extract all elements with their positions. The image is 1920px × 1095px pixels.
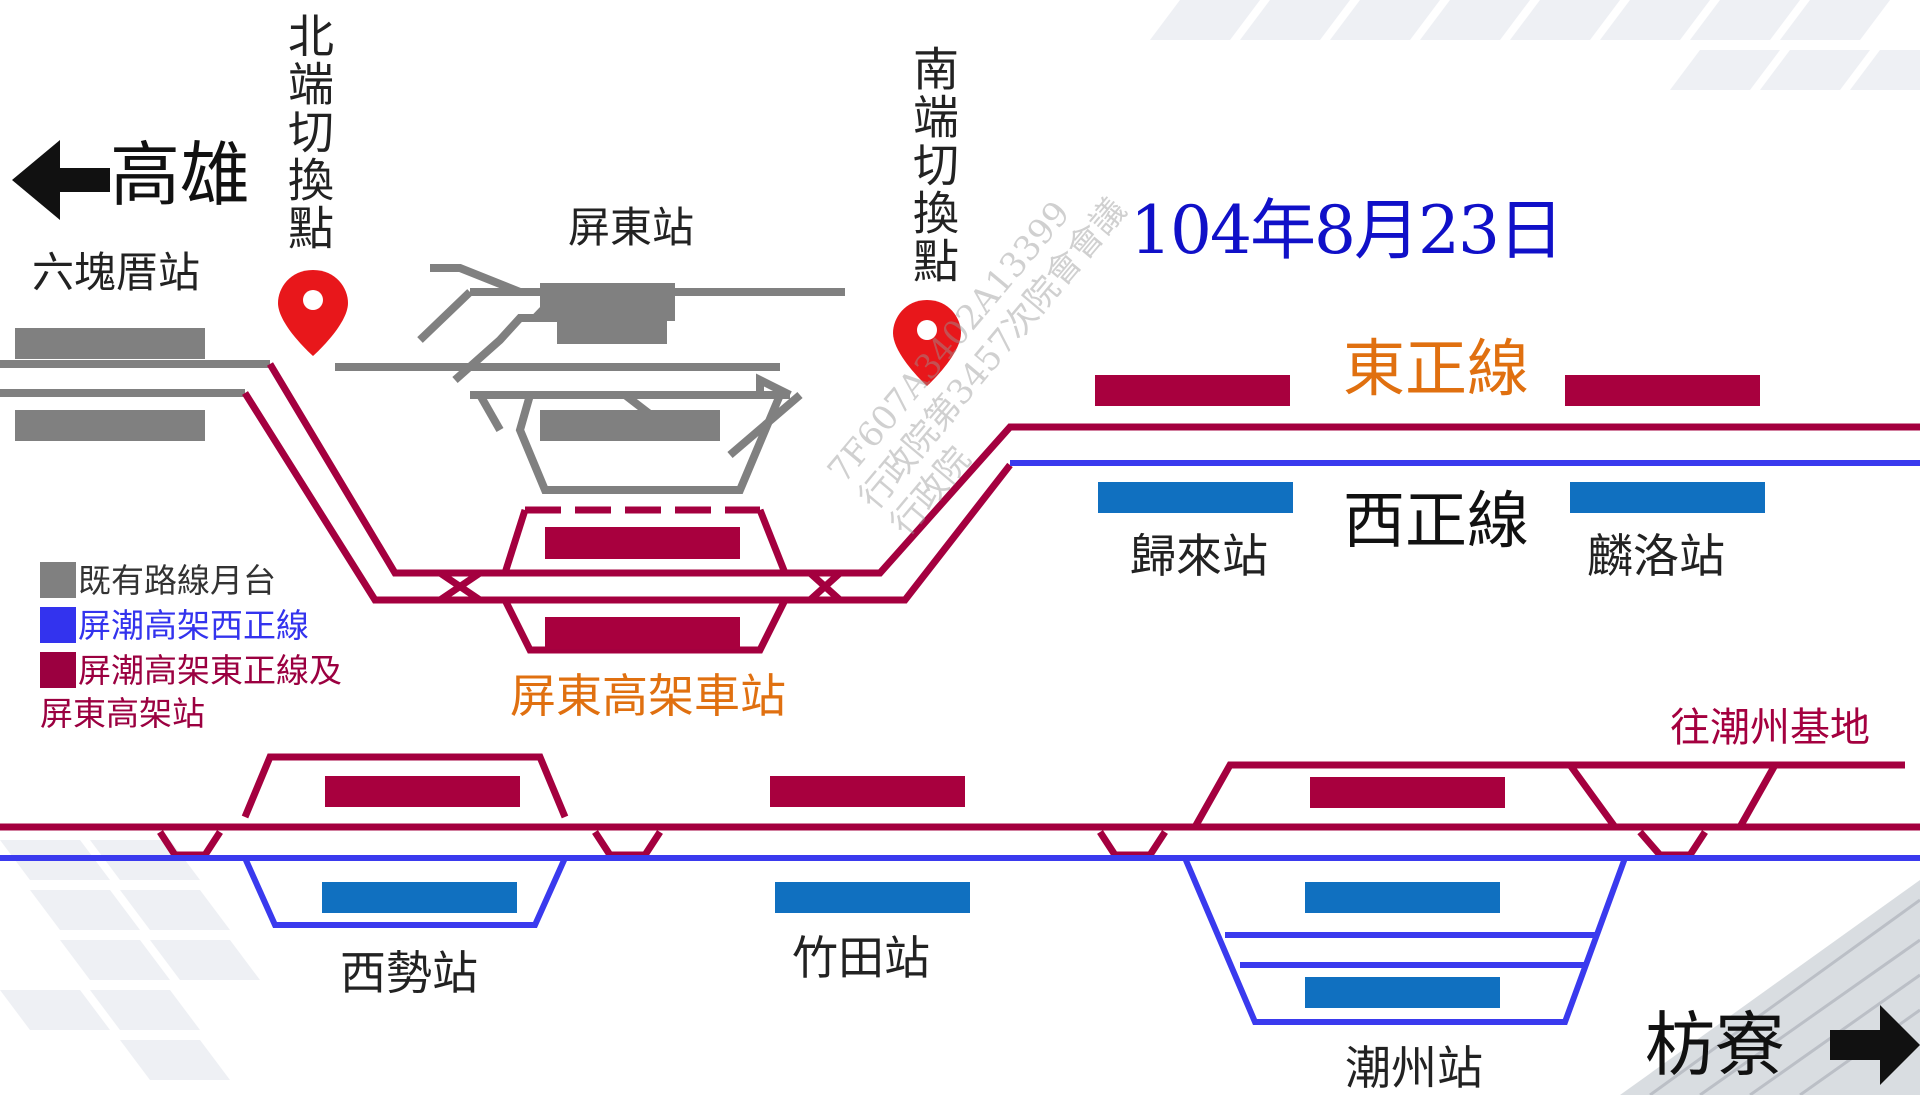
west-direction-label: 高雄 <box>110 134 250 216</box>
map-pin-icon <box>893 300 961 386</box>
platform-liukuaicuo-2 <box>15 410 205 441</box>
south-switch-point-label: 南端切換點 <box>906 45 960 285</box>
platform-zhutian-west <box>775 882 970 913</box>
legend-label-east: 屏潮高架東正線及 <box>78 650 342 690</box>
legend-swatch-existing <box>40 562 76 598</box>
platform-guilai <box>1098 482 1293 513</box>
platform-xishi-east <box>325 776 520 807</box>
platform-dongzheng-2 <box>1565 375 1760 406</box>
station-pingtung-elevated: 屏東高架車站 <box>510 669 786 723</box>
legend-label-east-cont: 屏東高架站 <box>40 694 205 733</box>
platform-dongzheng-1 <box>1095 375 1290 406</box>
north-switch-point-label: 北端切換點 <box>281 12 335 252</box>
station-liukuaicuo: 六塊厝站 <box>32 248 201 297</box>
legend-label-west: 屏潮高架西正線 <box>78 605 309 645</box>
legend-item-east: 屏潮高架東正線及 <box>40 652 342 688</box>
east-main-line-label: 東正線 <box>1343 332 1530 405</box>
platform-pingtung-3 <box>540 410 720 441</box>
legend-item-existing: 既有路線月台 <box>40 562 276 598</box>
station-linluo: 麟洛站 <box>1587 529 1725 583</box>
existing-platforms <box>15 283 720 441</box>
east-platforms <box>325 375 1760 808</box>
platform-zhutian-east <box>770 776 965 807</box>
legend-item-west: 屏潮高架西正線 <box>40 607 309 643</box>
platform-pingtung-2 <box>557 302 667 344</box>
west-platforms <box>322 482 1765 1008</box>
existing-line-tracks <box>0 264 845 494</box>
station-chaozhou: 潮州站 <box>1345 1041 1483 1095</box>
legend-swatch-west <box>40 607 76 643</box>
depot-line-label: 往潮州基地 <box>1670 705 1870 751</box>
platform-elevated-2 <box>545 617 740 649</box>
west-main-line-label: 西正線 <box>1343 484 1530 557</box>
platform-chaozhou-west-2 <box>1305 977 1500 1008</box>
platform-chaozhou-west-1 <box>1305 882 1500 913</box>
legend-swatch-east <box>40 652 76 688</box>
map-pin-icon <box>278 270 348 356</box>
platform-liukuaicuo-1 <box>15 328 205 359</box>
east-direction: 枋寮 <box>1645 1010 1785 1080</box>
west-direction: 高雄 <box>110 140 250 210</box>
platform-xishi-west <box>322 882 517 913</box>
west-main-line <box>0 460 1920 1025</box>
platform-chaozhou-east <box>1310 777 1505 808</box>
legend-label-existing: 既有路線月台 <box>78 560 276 600</box>
station-zhutian: 竹田站 <box>792 931 930 985</box>
right-arrow-icon <box>1830 1005 1920 1085</box>
station-guilai: 歸來站 <box>1130 529 1268 583</box>
platform-linluo <box>1570 482 1765 513</box>
station-pingtung: 屏東站 <box>568 203 695 252</box>
station-xishi: 西勢站 <box>340 946 478 1000</box>
east-direction-label: 枋寮 <box>1645 1004 1785 1086</box>
platform-elevated-1 <box>545 527 740 559</box>
left-arrow-icon <box>12 140 110 220</box>
date-label: 104年8月23日 <box>1130 192 1564 269</box>
